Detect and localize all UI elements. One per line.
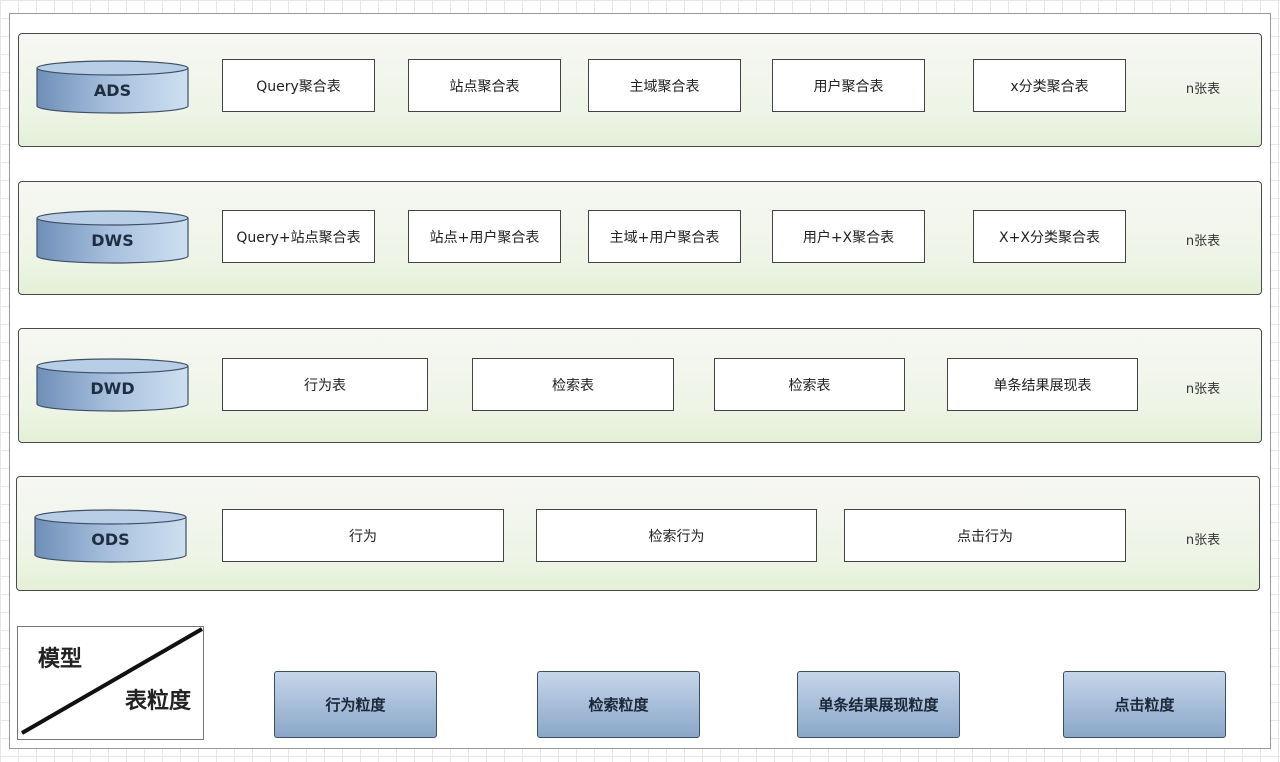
table-count: n张表 (1185, 533, 1221, 548)
cylinder-shape (34, 509, 187, 563)
table-box[interactable]: 点击行为 (844, 509, 1126, 562)
layer-label: DWD (90, 379, 135, 398)
cylinder-shape (36, 210, 189, 264)
table-box[interactable]: 单条结果展现表 (947, 358, 1138, 411)
dws-cylinder: DWS (36, 210, 189, 264)
table-box[interactable]: x分类聚合表 (973, 59, 1126, 112)
grain-button-click[interactable]: 点击粒度 (1063, 671, 1226, 738)
table-box[interactable]: X+X分类聚合表 (973, 210, 1126, 263)
table-box[interactable]: 用户聚合表 (772, 59, 925, 112)
cylinder-shape (36, 60, 189, 114)
table-box[interactable]: 主域+用户聚合表 (588, 210, 741, 263)
table-box[interactable]: Query+站点聚合表 (222, 210, 375, 263)
grain-button-search[interactable]: 检索粒度 (537, 671, 700, 738)
table-count: n张表 (1185, 382, 1221, 397)
table-box[interactable]: 检索表 (714, 358, 905, 411)
granularity-label: 表粒度 (124, 689, 191, 714)
table-box[interactable]: 主域聚合表 (588, 59, 741, 112)
ads-cylinder: ADS (36, 60, 189, 114)
model-label: 模型 (38, 647, 83, 672)
table-box[interactable]: 站点+用户聚合表 (408, 210, 561, 263)
table-box[interactable]: 行为 (222, 509, 504, 562)
ods-cylinder: ODS (34, 509, 187, 563)
table-box[interactable]: 检索行为 (536, 509, 817, 562)
table-box[interactable]: Query聚合表 (222, 59, 375, 112)
table-box[interactable]: 站点聚合表 (408, 59, 561, 112)
table-box[interactable]: 用户+X聚合表 (772, 210, 925, 263)
layer-label: ODS (91, 530, 130, 549)
layer-label: ADS (93, 81, 132, 100)
grain-button-behavior[interactable]: 行为粒度 (274, 671, 437, 738)
table-count: n张表 (1185, 82, 1221, 97)
grain-button-result-display[interactable]: 单条结果展现粒度 (797, 671, 960, 738)
layer-label: DWS (91, 231, 134, 250)
dwd-cylinder: DWD (36, 358, 189, 412)
diagonal-line (20, 627, 204, 735)
table-count: n张表 (1185, 234, 1221, 249)
table-box[interactable]: 检索表 (472, 358, 674, 411)
cylinder-shape (36, 358, 189, 412)
header-corner-cell: 模型 表粒度 (17, 626, 204, 740)
table-box[interactable]: 行为表 (222, 358, 428, 411)
